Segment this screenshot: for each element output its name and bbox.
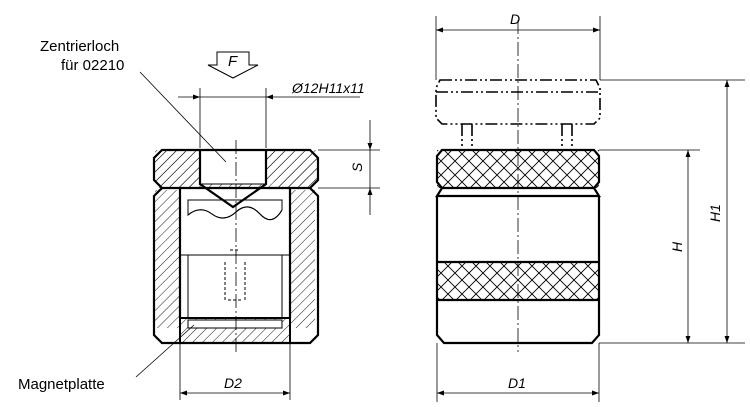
d2-label: D2 — [224, 375, 242, 391]
center-hole-label-line2: für 02210 — [61, 57, 124, 74]
phantom-cap — [435, 79, 601, 125]
d1-label: D1 — [508, 375, 526, 391]
bore-dimension: Ø12H11x11 — [178, 80, 365, 148]
center-hole-callout: Zentrierloch für 02210 — [40, 38, 227, 163]
magnet-plate-callout: Magnetplatte — [18, 324, 195, 393]
section-view — [152, 140, 320, 352]
d-label: D — [510, 11, 520, 27]
h-label: H — [669, 241, 685, 252]
d1-dimension: D1 — [436, 343, 600, 402]
center-hole-label-line1: Zentrierloch — [40, 38, 119, 55]
s-dimension: S — [318, 120, 380, 215]
body-outline-right — [435, 196, 601, 345]
exterior-view — [435, 20, 601, 352]
bore-tolerance-label: Ø12H11x11 — [291, 80, 365, 96]
force-label: F — [228, 53, 238, 70]
s-label: S — [349, 162, 365, 172]
force-arrow: F — [207, 51, 259, 79]
h1-label: H1 — [707, 204, 723, 222]
h-dimension: H — [599, 149, 745, 344]
center-hole — [198, 150, 268, 209]
d-dimension: D — [435, 11, 601, 80]
h1-dimension: H1 — [600, 79, 745, 343]
d2-dimension: D2 — [179, 343, 291, 400]
magnet-plate-label: Magnetplatte — [18, 376, 105, 393]
